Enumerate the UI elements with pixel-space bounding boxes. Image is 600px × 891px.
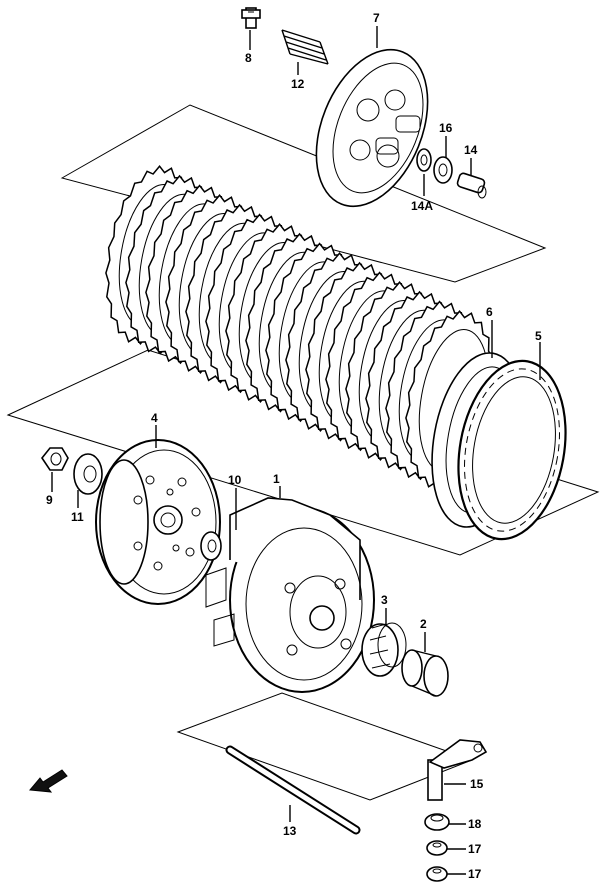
pressure-plate-7: [315, 48, 429, 208]
label-8: 8: [245, 51, 252, 65]
seal-17-lower: [426, 866, 448, 882]
needle-bearing-3: [361, 622, 407, 677]
label-17-lower: 17: [468, 867, 482, 881]
washer-10: [200, 531, 222, 561]
label-4: 4: [151, 411, 158, 425]
leader-lines: [51, 26, 541, 875]
label-17-upper: 17: [468, 842, 482, 856]
push-rod-13: [225, 745, 361, 835]
label-2: 2: [420, 617, 427, 631]
release-lever-15: [427, 739, 488, 801]
label-14a: 14A: [411, 199, 434, 213]
bearing-18: [424, 813, 450, 831]
seal-17-upper: [426, 840, 448, 856]
label-6: 6: [486, 305, 493, 319]
label-7: 7: [373, 11, 380, 25]
plate-5-friction: [457, 359, 567, 541]
label-14: 14: [464, 143, 478, 157]
washer-11: [73, 453, 103, 495]
bearing-16: [433, 156, 453, 184]
primary-gear-4: [95, 439, 221, 605]
spring-12: [281, 29, 329, 65]
label-12: 12: [291, 77, 305, 91]
label-10: 10: [228, 473, 242, 487]
clutch-housing-1: [205, 497, 375, 693]
label-5: 5: [535, 329, 542, 343]
label-18: 18: [468, 817, 482, 831]
label-3: 3: [381, 593, 388, 607]
clutch-plate-stack: [105, 165, 495, 490]
label-15: 15: [470, 777, 484, 791]
spacer-2: [401, 649, 449, 697]
label-1: 1: [273, 472, 280, 486]
nut-9: [41, 447, 69, 471]
bolt-8: [241, 7, 261, 29]
label-11: 11: [71, 510, 84, 524]
frame-plates: [60, 104, 547, 283]
washer-14a: [416, 148, 432, 172]
label-13: 13: [283, 824, 297, 838]
lifter-14: [456, 172, 487, 199]
label-16: 16: [439, 121, 453, 135]
front-arrow-icon: [29, 769, 68, 793]
label-9: 9: [46, 493, 53, 507]
